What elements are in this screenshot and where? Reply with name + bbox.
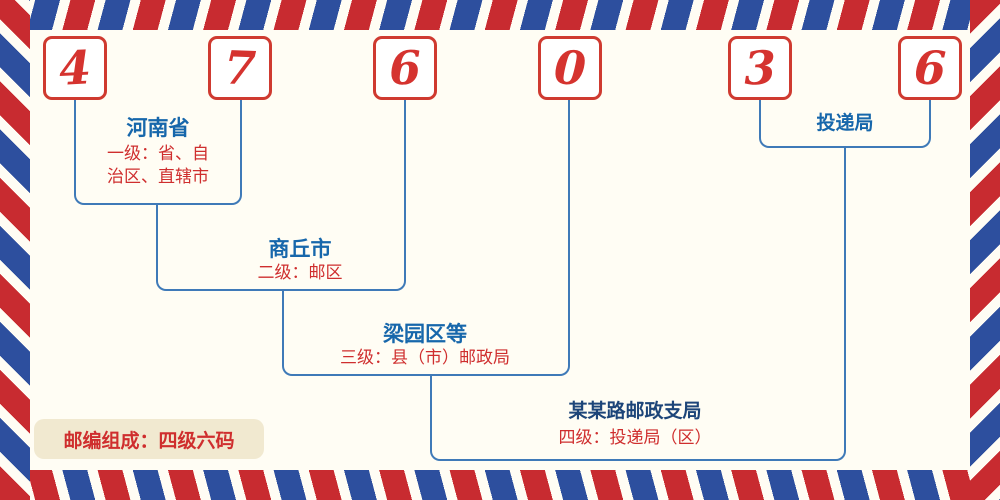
level2-name: 商丘市 — [268, 237, 332, 261]
level3-description: 三级：县（市）邮政局 — [340, 348, 510, 368]
digit-5: 3 — [743, 40, 777, 96]
connector-line-level3 — [568, 100, 570, 291]
digit-3: 6 — [388, 40, 422, 96]
level4-name: 某某路邮政支局 — [568, 400, 702, 422]
digit-box-2: 7 — [208, 36, 272, 100]
bracket-delivery-office — [759, 100, 931, 148]
level2-description: 二级：邮区 — [257, 263, 343, 283]
bracket-level2 — [156, 204, 406, 291]
digit-box-4: 0 — [538, 36, 602, 100]
level1-name: 河南省 — [126, 116, 190, 140]
digit-6: 6 — [913, 40, 947, 96]
airmail-border-top — [0, 0, 1000, 30]
footer-badge: 邮编组成：四级六码 — [34, 419, 264, 459]
level4-description: 四级：投递局（区） — [558, 428, 712, 448]
bracket-level4 — [430, 374, 846, 461]
digit-2: 7 — [223, 40, 257, 96]
level1-description: 一级：省、自 治区、直辖市 — [58, 143, 258, 189]
digit-box-1: 4 — [43, 36, 107, 100]
digit-box-5: 3 — [728, 36, 792, 100]
airmail-border-right — [970, 0, 1000, 500]
airmail-border-left — [0, 0, 30, 500]
connector-line-level4 — [844, 148, 846, 376]
bracket-level3 — [282, 289, 570, 376]
level1-description-line1: 一级：省、自 — [107, 144, 209, 164]
delivery-office-label: 投递局 — [816, 112, 874, 134]
connector-line-level2 — [404, 100, 406, 206]
digit-box-3: 6 — [373, 36, 437, 100]
level3-name: 梁园区等 — [383, 322, 467, 346]
level1-description-line2: 治区、直辖市 — [107, 167, 209, 187]
digit-box-6: 6 — [898, 36, 962, 100]
airmail-border-bottom — [0, 470, 1000, 500]
digit-1: 4 — [57, 40, 93, 96]
digit-4: 0 — [553, 40, 587, 96]
